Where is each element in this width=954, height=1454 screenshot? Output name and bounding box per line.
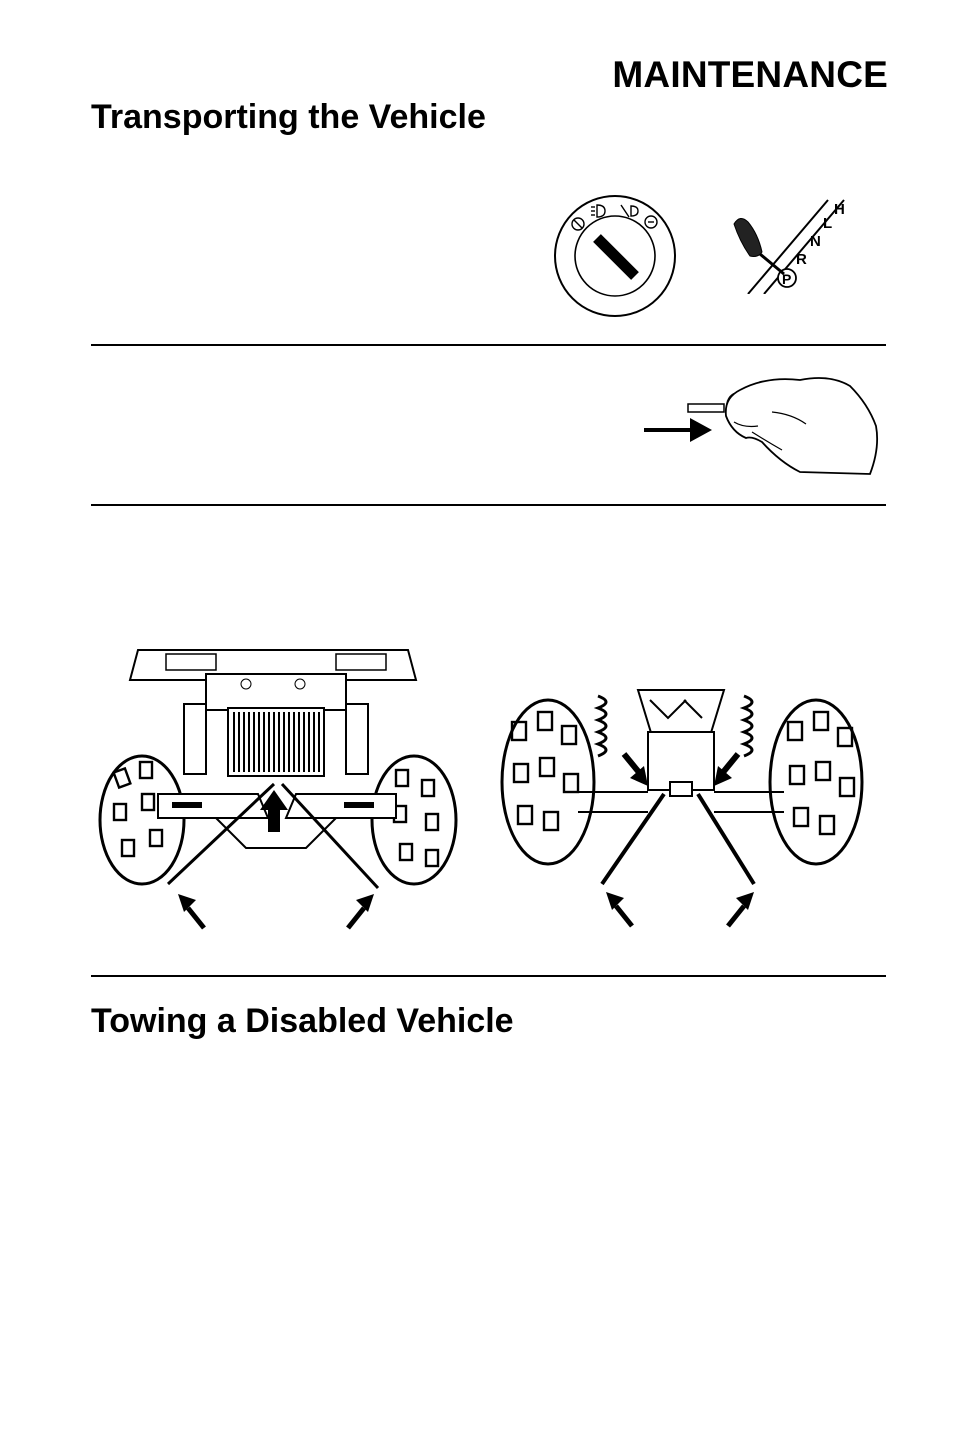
front-tie-down-illustration bbox=[96, 644, 458, 936]
gate-l: L bbox=[823, 215, 832, 232]
gate-n: N bbox=[810, 233, 821, 250]
section-header: MAINTENANCE bbox=[612, 54, 888, 95]
ignition-position-icons bbox=[571, 204, 658, 231]
divider bbox=[91, 504, 886, 506]
rear-tie-down-illustration bbox=[498, 682, 868, 932]
heading-transporting: Transporting the Vehicle bbox=[91, 98, 486, 136]
ignition-switch-illustration bbox=[551, 192, 679, 320]
key-removal-illustration bbox=[642, 372, 884, 484]
divider bbox=[91, 975, 886, 977]
divider bbox=[91, 344, 886, 346]
heading-towing: Towing a Disabled Vehicle bbox=[91, 1002, 514, 1040]
gear-shift-illustration: H L N R P bbox=[726, 194, 866, 294]
gate-h: H bbox=[834, 201, 845, 218]
gate-p: P bbox=[782, 271, 791, 287]
gate-r: R bbox=[796, 251, 807, 268]
